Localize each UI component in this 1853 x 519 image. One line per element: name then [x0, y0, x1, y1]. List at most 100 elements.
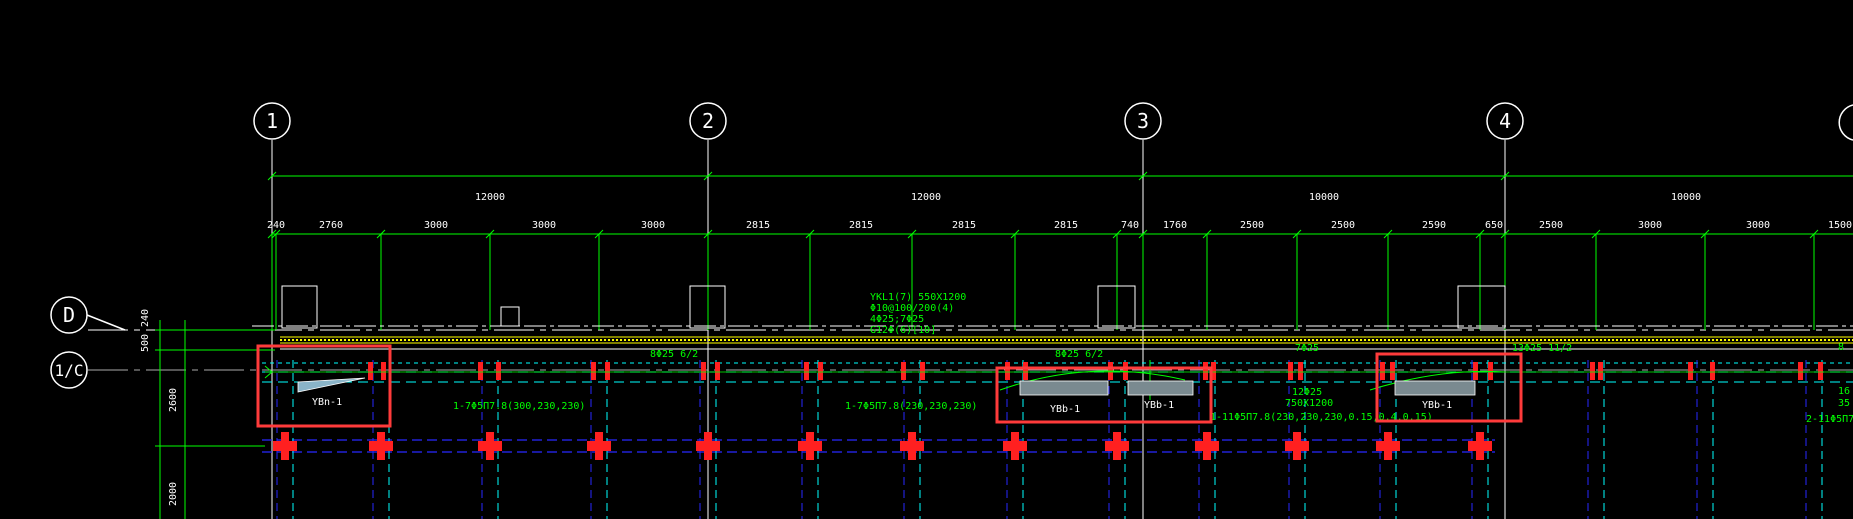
rebar-marker — [901, 362, 906, 380]
rebar-marker — [1023, 362, 1028, 380]
rebar-marker — [1298, 362, 1303, 380]
rebar-text: YKL1(7) 550X1200 Φ10@100/200(4) 4Φ25;7Φ2… — [453, 292, 1853, 425]
rebar-label-5: 1-7Φ5Π7.8(300,230,230) — [453, 401, 585, 412]
panel-label-2: YBb-1 — [1050, 404, 1080, 415]
dim-sub-4: 3000 — [532, 220, 556, 231]
top-dimension-texts: 12000 12000 10000 10000 — [475, 192, 1701, 203]
joint-marker — [1011, 432, 1019, 460]
rebar-marker — [381, 362, 386, 380]
rebar-label-12: 35 — [1838, 398, 1850, 409]
rebar-marker — [478, 362, 483, 380]
beam-band — [280, 336, 1853, 350]
dim-sub-18: 3000 — [1746, 220, 1770, 231]
grid-bubble-D-label: D — [63, 303, 75, 327]
rebar-marker — [496, 362, 501, 380]
panel-symbol-4 — [1394, 380, 1476, 396]
rebar-marker — [920, 362, 925, 380]
panels — [297, 377, 1476, 396]
grid-bubble-3-label: 3 — [1137, 109, 1149, 133]
panel-label-1: YBn-1 — [312, 397, 342, 408]
dim-sub-12: 2500 — [1240, 220, 1264, 231]
beam-note-1: YKL1(7) 550X1200 — [870, 292, 966, 303]
joint-marker — [486, 432, 494, 460]
rebar-label-1: 8Φ25 6/2 — [650, 349, 698, 360]
rebar-marker — [715, 362, 720, 380]
dim-sub-6: 2815 — [746, 220, 770, 231]
dim-vert-3: 2600 — [168, 388, 179, 412]
dim-sub-13: 2500 — [1331, 220, 1355, 231]
dim-sub-16: 2500 — [1539, 220, 1563, 231]
dim-tick — [703, 171, 713, 181]
grid-bubble-3[interactable] — [1124, 102, 1162, 140]
rebar-label-9: 1-11Φ5Π7.8(230,230,230,0.15,0.4,0.15) — [1210, 412, 1433, 423]
grid-bubble-labels: 1 2 3 4 D 1/C — [55, 109, 1511, 380]
dim-sub-8: 2815 — [952, 220, 976, 231]
rebar-label-13: 8 — [1838, 342, 1844, 353]
dim-sub-2: 2760 — [319, 220, 343, 231]
rebar-marker — [1380, 362, 1385, 380]
bubble-leader-D — [86, 314, 126, 331]
dim-vert-2: 500 — [140, 334, 151, 352]
dim-sub-11: 1760 — [1163, 220, 1187, 231]
dim-span-2: 12000 — [911, 192, 941, 203]
joint-marker — [1384, 432, 1392, 460]
rebar-marker — [1211, 362, 1216, 380]
vertical-dashed — [276, 360, 1823, 519]
panel-label-3: YBb-1 — [1144, 400, 1174, 411]
rebar-marker — [591, 362, 596, 380]
rebar-marker — [1005, 362, 1010, 380]
joint-marker — [704, 432, 712, 460]
joint-marker — [1293, 432, 1301, 460]
dim-sub-15: 650 — [1485, 220, 1503, 231]
joint-marker — [1203, 432, 1211, 460]
dim-sub-5: 3000 — [641, 220, 665, 231]
rebar-marker — [1688, 362, 1693, 380]
joint-marker — [1113, 432, 1121, 460]
rebar-label-2: 8Φ25 6/2 — [1055, 349, 1103, 360]
highlight-box-3[interactable] — [1375, 352, 1523, 423]
joint-marker — [1476, 432, 1484, 460]
dim-sub-19: 1500 — [1828, 220, 1852, 231]
grid-bubble-4[interactable] — [1486, 102, 1524, 140]
dim-sub-3: 3000 — [424, 220, 448, 231]
rebar-label-7: 12Φ25 — [1292, 387, 1322, 398]
joint-marker — [281, 432, 289, 460]
panel-labels: YBn-1 YBb-1 YBb-1 YBb-1 — [312, 397, 1452, 415]
panel-symbol-3 — [1127, 380, 1194, 396]
grid-lines — [88, 140, 1853, 519]
rebar-label-4: 13Φ25 11/2 — [1512, 343, 1572, 354]
red-markers — [273, 362, 1823, 460]
dim-span-3: 10000 — [1309, 192, 1339, 203]
rebar-label-8: 750X1200 — [1285, 398, 1333, 409]
rebar-marker — [1590, 362, 1595, 380]
beam-note-4: G12Φ(6)[10] — [870, 325, 936, 336]
dim-vert-1: 240 — [140, 309, 151, 327]
sub-dimension-texts: 240 2760 3000 3000 3000 2815 2815 2815 2… — [267, 220, 1852, 231]
grid-bubbles — [50, 102, 1524, 389]
panel-symbol-1 — [297, 377, 366, 393]
highlight-box-1[interactable] — [256, 344, 392, 428]
rebar-label-10: 2-11Φ5Π7.8 — [1806, 414, 1853, 425]
rebar-marker — [1473, 362, 1478, 380]
grid-bubble-4-label: 4 — [1499, 109, 1511, 133]
rebar-marker — [1598, 362, 1603, 380]
blue-lines — [262, 439, 1495, 453]
dim-vert-4: 2000 — [168, 482, 179, 506]
column-ticks — [271, 234, 1815, 330]
grid-bubble-1C[interactable] — [50, 351, 88, 389]
dim-sub-1: 240 — [267, 220, 285, 231]
grid-bubble-1C-label: 1/C — [55, 361, 84, 380]
rebar-marker — [1203, 362, 1208, 380]
dim-tick — [1500, 171, 1510, 181]
rebar-marker — [368, 362, 373, 380]
rebar-marker — [701, 362, 706, 380]
grid-bubble-2[interactable] — [689, 102, 727, 140]
beam-note-3: 4Φ25;7Φ25 — [870, 314, 924, 325]
grid-bubble-5-partial — [1838, 104, 1853, 141]
joint-marker — [595, 432, 603, 460]
highlight-box-2[interactable] — [995, 366, 1213, 424]
grid-bubble-1[interactable] — [253, 102, 291, 140]
dimension-ticks — [267, 171, 1819, 239]
vertical-dimension-texts: 240 500 2600 2000 — [140, 309, 179, 506]
